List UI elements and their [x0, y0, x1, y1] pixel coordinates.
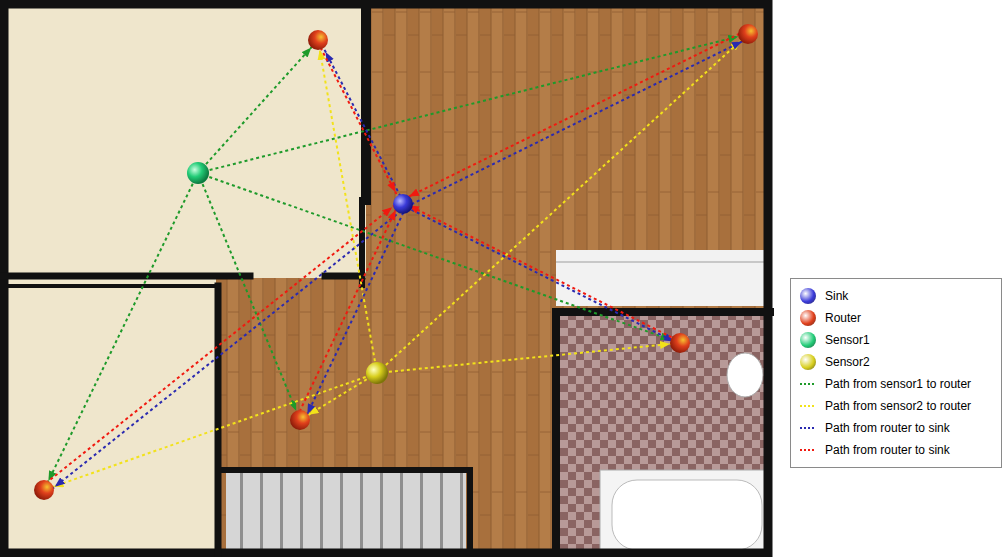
- legend-text: Sink: [825, 289, 848, 303]
- legend-row: Path from sensor2 to router: [799, 395, 995, 417]
- legend-text: Sensor1: [825, 333, 870, 347]
- legend-line-sample: [799, 425, 817, 431]
- legend-row: Path from sensor1 to router: [799, 373, 995, 395]
- legend-text: Path from router to sink: [825, 421, 950, 435]
- legend-swatch: [800, 310, 816, 326]
- legend-swatch: [800, 332, 816, 348]
- legend-line-sample: [799, 381, 817, 387]
- legend-text: Path from sensor2 to router: [825, 399, 971, 413]
- legend-line-sample: [799, 447, 817, 453]
- legend-box: SinkRouterSensor1Sensor2Path from sensor…: [790, 278, 1002, 468]
- legend-line-sample: [799, 403, 817, 409]
- legend-row: Sensor1: [799, 329, 995, 351]
- legend-text: Path from sensor1 to router: [825, 377, 971, 391]
- legend-row: Path from router to sink: [799, 439, 995, 461]
- legend-text: Sensor2: [825, 355, 870, 369]
- legend-row: Router: [799, 307, 995, 329]
- legend-row: Path from router to sink: [799, 417, 995, 439]
- legend-swatch: [800, 354, 816, 370]
- legend-row: Sensor2: [799, 351, 995, 373]
- legend-text: Path from router to sink: [825, 443, 950, 457]
- legend-swatch: [800, 288, 816, 304]
- legend-row: Sink: [799, 285, 995, 307]
- legend-text: Router: [825, 311, 861, 325]
